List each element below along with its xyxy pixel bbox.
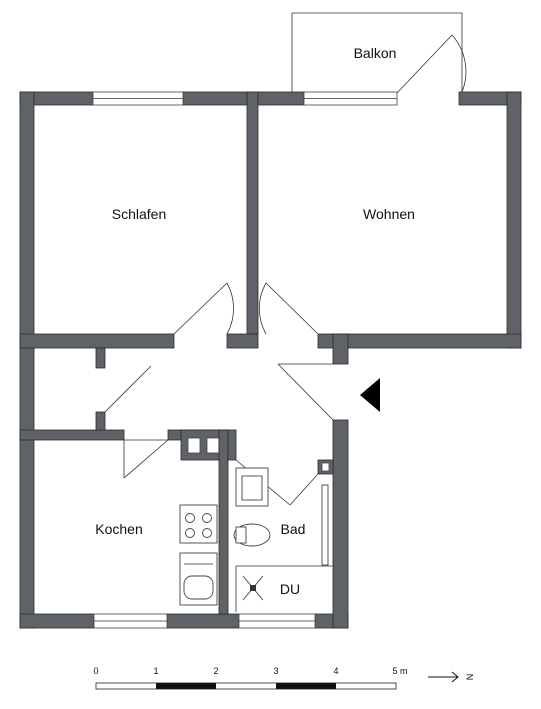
room-label-shower: DU (280, 581, 300, 597)
kitchen-fixtures (179, 504, 218, 606)
scale-tick-1: 1 (153, 666, 158, 676)
bath-fixtures (233, 467, 333, 612)
scale-bar: 0 1 2 3 4 5 m (93, 666, 408, 690)
scale-tick-3: 3 (273, 666, 278, 676)
room-label-living: Wohnen (363, 206, 415, 222)
scale-tick-4: 4 (333, 666, 338, 676)
room-label-balcony: Balkon (354, 45, 397, 61)
room-label-bedroom: Schlafen (112, 206, 166, 222)
scale-tick-0: 0 (93, 666, 98, 676)
north-arrow: N (428, 671, 475, 683)
room-label-kitchen: Kochen (95, 521, 142, 537)
north-arrow-icon: N (465, 674, 475, 681)
windows (92, 91, 398, 629)
scale-tick-2: 2 (213, 666, 218, 676)
balcony (291, 12, 467, 94)
entrance-arrow-icon (360, 378, 380, 412)
outer-walls (19, 91, 522, 629)
room-label-bathroom: Bad (281, 521, 306, 537)
interior-walls (19, 91, 522, 615)
scale-tick-5: 5 m (392, 666, 407, 676)
